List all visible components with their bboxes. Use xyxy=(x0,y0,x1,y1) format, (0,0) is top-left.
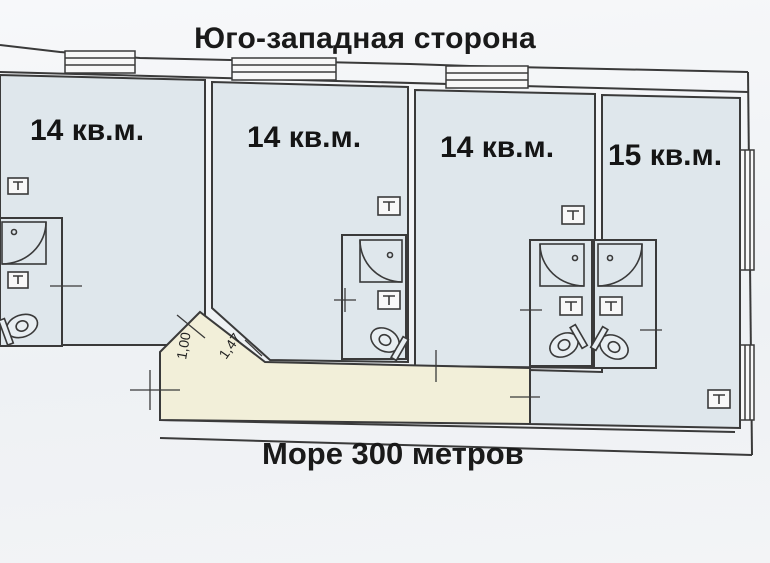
plan-title: Юго-западная сторона xyxy=(194,22,536,55)
shower-icon xyxy=(1,221,643,287)
window-icon xyxy=(739,149,755,421)
room-4-area: 15 кв.м. xyxy=(608,139,722,172)
corridor xyxy=(159,310,531,426)
sea-distance-label: Море 300 метров xyxy=(262,436,524,471)
socket-icon xyxy=(7,177,731,409)
room-1-area: 14 кв.м. xyxy=(30,114,144,147)
window-icon xyxy=(64,50,529,89)
door-markers xyxy=(50,285,662,410)
room-3-area: 14 кв.м. xyxy=(440,131,554,164)
room-2-area: 14 кв.м. xyxy=(247,121,361,154)
corridor-dimension-a: 1,00 xyxy=(173,331,194,361)
toilet-icon xyxy=(0,313,629,362)
